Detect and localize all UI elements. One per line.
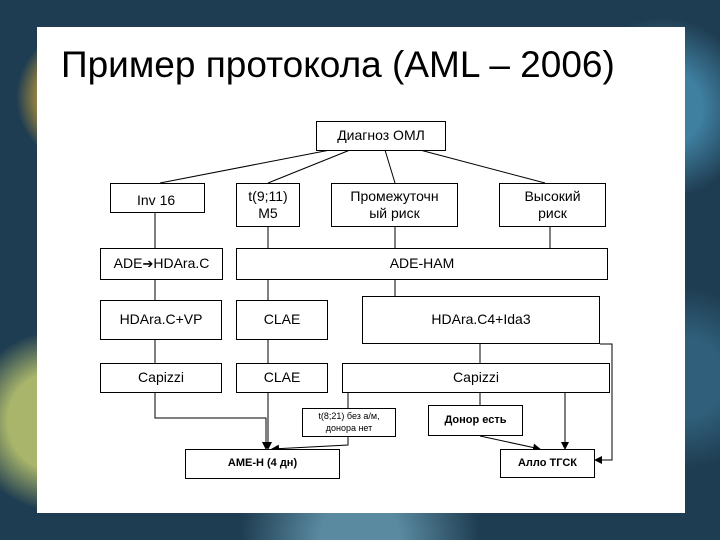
node-ame-h: AME-H (4 дн): [185, 449, 340, 479]
node-inv16: Inv 16: [110, 183, 205, 213]
node-diagnosis: Диагноз ОМЛ: [316, 121, 446, 151]
node-ade-ham: ADE-HAM: [236, 248, 608, 280]
node-capizzi-2: Capizzi: [342, 363, 610, 393]
node-clae-1: CLAE: [236, 300, 328, 340]
edge-hdarac4-allo: [594, 343, 613, 464]
edge-t821-ame: [271, 437, 349, 453]
node-clae-2: CLAE: [236, 363, 328, 393]
node-t911: t(9;11) M5: [236, 183, 300, 227]
node-ade-hdarac: ADE➔HDAra.C: [100, 248, 223, 280]
node-hdarac4-ida3: HDAra.C4+Ida3: [362, 296, 600, 344]
arrow-right-icon: ➔: [142, 255, 154, 271]
node-intermediate-risk: Промежуточн ый риск: [331, 183, 458, 227]
edge-diagnosis-high: [419, 149, 546, 184]
edge-diagnosis-inv16: [159, 149, 331, 184]
node-t821-no-donor: t(8;21) без а/м, донора нет: [302, 408, 396, 437]
node-hdarac-vp: HDAra.C+VP: [100, 300, 222, 340]
node-donor-yes: Донор есть: [428, 405, 523, 436]
edge-capizzi1-ame: [154, 393, 270, 450]
slide-title: Пример протокола (AML – 2006): [61, 44, 615, 85]
node-allo-tgsk: Алло ТГСК: [500, 449, 595, 478]
edge-diagnosis-intermediate: [384, 149, 396, 184]
edge-donor-allo: [479, 435, 541, 452]
node-capizzi-1: Capizzi: [100, 363, 222, 393]
node-high-risk: Высокий риск: [499, 183, 606, 227]
edge-diagnosis-t911: [267, 149, 351, 184]
